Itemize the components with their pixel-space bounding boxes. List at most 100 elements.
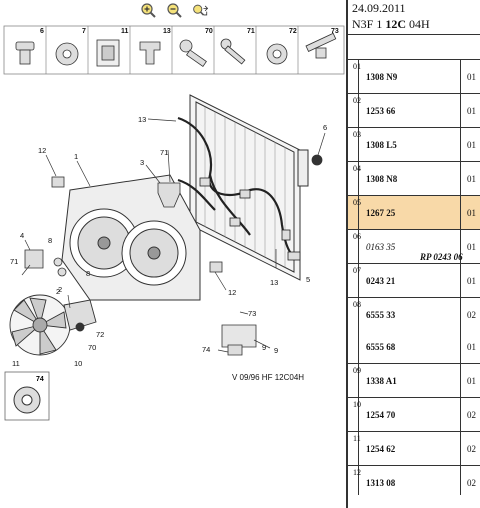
thumb-label: 71	[247, 28, 255, 35]
part-reference[interactable]: 1308 N9	[366, 72, 398, 82]
callout-numbers: 13 6 12 1 71 3 2 4 8 71 8 9 5 12 13 2 72…	[10, 115, 327, 368]
column-rule	[460, 230, 461, 264]
column-rule	[358, 196, 359, 230]
column-rule	[460, 432, 461, 466]
callout: 2	[56, 287, 60, 296]
callout: 5	[306, 275, 310, 284]
part-quantity: 02	[467, 478, 476, 488]
item-number: 08	[353, 300, 361, 309]
part-reference[interactable]: 1254 62	[366, 444, 396, 454]
callout: 74	[202, 345, 210, 354]
part-reference[interactable]: 1308 L5	[366, 140, 397, 150]
parts-row[interactable]: 11 1254 62 02	[348, 431, 480, 466]
thumb-label: 6	[40, 28, 44, 35]
zoom-fit-icon[interactable]	[192, 2, 210, 18]
callout: 70	[88, 343, 96, 352]
thumb-label: 72	[289, 28, 297, 35]
callout: 12	[38, 146, 46, 155]
item-number: 09	[353, 366, 361, 375]
small-parts	[24, 154, 323, 356]
parts-row[interactable]: 04 1308 N8 01	[348, 161, 480, 196]
parts-row[interactable]: 06 0163 35 01 RP 0243 06	[348, 229, 480, 264]
parts-row[interactable]: 05 1267 25 01	[348, 195, 480, 230]
column-rule	[358, 298, 359, 364]
part-reference[interactable]: 1253 66	[366, 106, 396, 116]
zoom-in-icon[interactable]	[140, 2, 158, 18]
item-number: 06	[353, 232, 361, 241]
thumb-label: 11	[121, 28, 129, 35]
column-rule	[460, 94, 461, 128]
harness-connectors	[199, 177, 301, 261]
part-reference[interactable]: 0243 21	[366, 276, 396, 286]
part-quantity: 02	[467, 444, 476, 454]
divider	[346, 0, 348, 508]
callout: 2	[58, 285, 62, 294]
header-divider	[348, 34, 480, 35]
callout: 13	[138, 115, 146, 124]
model-code-prefix: N3F 1	[352, 17, 383, 31]
thumb-label: 73	[331, 28, 339, 35]
item-number: 07	[353, 266, 361, 275]
callout: 73	[248, 309, 256, 318]
column-rule	[460, 264, 461, 298]
thumb-label: 70	[205, 28, 213, 35]
part-reference[interactable]: 1254 70	[366, 410, 396, 420]
callout: 6	[323, 123, 327, 132]
callout: 10	[74, 359, 82, 368]
part-quantity: 01	[467, 174, 476, 184]
callout: 71	[160, 148, 168, 157]
column-rule	[358, 264, 359, 298]
callout: 9	[262, 343, 266, 352]
item-number: 05	[353, 198, 361, 207]
callout: 72	[96, 330, 104, 339]
part-reference[interactable]: 6555 33	[366, 310, 396, 320]
parts-diagram: 6 7 11 13 70 71 72 73	[3, 25, 345, 421]
fan-assembly	[9, 294, 97, 356]
replacement-reference[interactable]: RP 0243 06	[420, 252, 463, 262]
callout: 9	[274, 346, 278, 355]
column-rule	[460, 398, 461, 432]
column-rule	[358, 162, 359, 196]
column-rule	[460, 196, 461, 230]
part-quantity: 01	[467, 242, 476, 252]
part-reference[interactable]: 1338 A1	[366, 376, 397, 386]
callout: 4	[20, 231, 24, 240]
diagram-footer: V 09/96 HF 12C04H	[232, 373, 304, 382]
parts-row[interactable]: 01 1308 N9 01	[348, 59, 480, 94]
item-number: 04	[353, 164, 361, 173]
print-date: 24.09.2011	[352, 1, 406, 15]
column-rule	[460, 364, 461, 398]
part-quantity: 01	[467, 72, 476, 82]
item-number: 02	[353, 96, 361, 105]
part-reference[interactable]: 6555 68	[366, 342, 396, 352]
inset-label: 74	[36, 376, 44, 383]
toolbar	[0, 0, 346, 20]
zoom-out-icon[interactable]	[166, 2, 184, 18]
column-rule	[358, 364, 359, 398]
model-code: N3F 1 12C 04H	[352, 17, 430, 32]
callout: 1	[74, 152, 78, 161]
item-number: 03	[353, 130, 361, 139]
part-reference[interactable]: 1313 08	[366, 478, 396, 488]
callout: 3	[140, 158, 144, 167]
part-quantity: 01	[467, 140, 476, 150]
item-number: 01	[353, 62, 361, 71]
part-reference[interactable]: 1308 N8	[366, 174, 398, 184]
callout: 12	[228, 288, 236, 297]
item-number: 11	[353, 434, 361, 443]
radiator	[189, 94, 309, 281]
part-quantity: 01	[467, 208, 476, 218]
column-rule	[460, 298, 461, 364]
part-reference[interactable]: 0163 35	[366, 242, 396, 252]
item-number: 10	[353, 400, 361, 409]
part-reference[interactable]: 1267 25	[366, 208, 396, 218]
thumb-label: 7	[82, 28, 86, 35]
parts-row[interactable]: 03 1308 L5 01	[348, 127, 480, 162]
callout: 13	[270, 278, 278, 287]
